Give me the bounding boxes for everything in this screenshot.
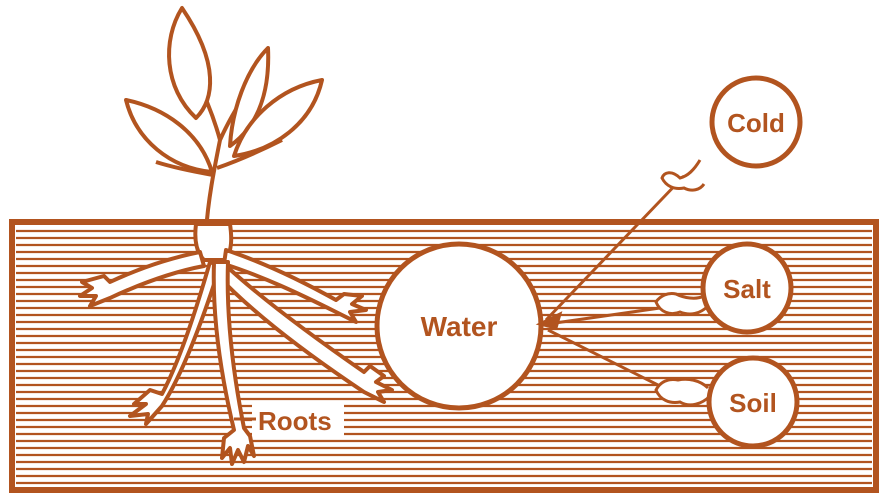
soil-hand <box>656 379 710 405</box>
cold-label: Cold <box>727 108 785 138</box>
plant-shoot <box>126 8 322 232</box>
roots-label: Roots <box>258 406 332 436</box>
water-label: Water <box>421 311 498 342</box>
cold-hand <box>662 160 704 190</box>
leaf-top <box>169 8 210 118</box>
salt-hand <box>656 293 708 314</box>
salt-label: Salt <box>723 274 771 304</box>
soil-label: Soil <box>729 388 777 418</box>
cold-node: Cold <box>662 78 800 190</box>
water-node: Water <box>377 244 541 408</box>
